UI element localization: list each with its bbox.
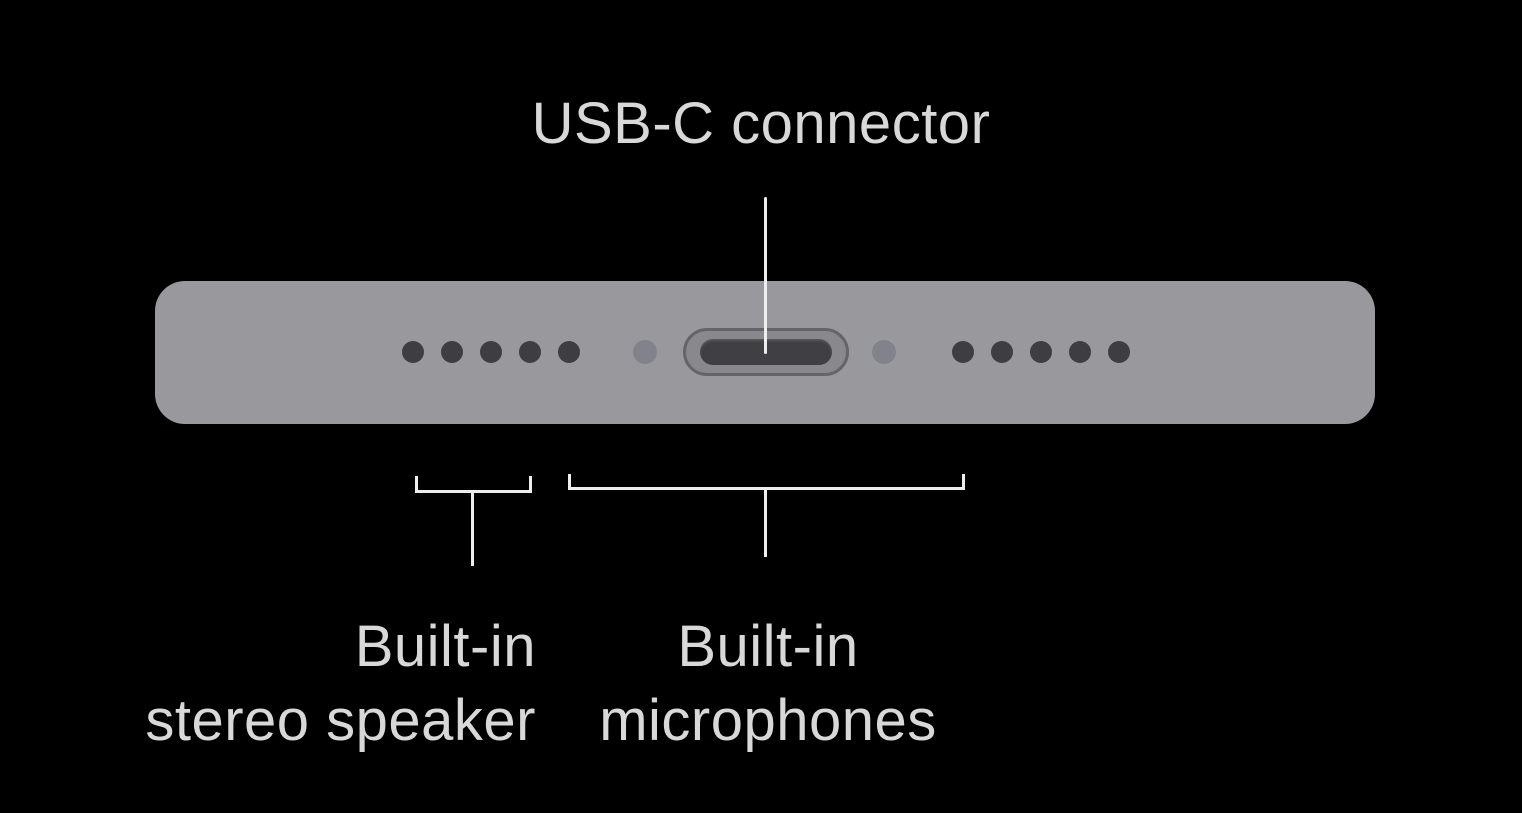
speaker-hole	[402, 341, 424, 363]
right-speaker-hole-group	[952, 341, 1130, 363]
microphone-bracket-stem	[764, 487, 767, 557]
speaker-bracket-tick-left	[415, 476, 418, 493]
speaker-hole	[991, 341, 1013, 363]
microphone-hole-left	[633, 340, 657, 364]
speaker-bracket-tick-right	[529, 476, 532, 493]
speaker-hole	[1030, 341, 1052, 363]
microphones-label-line1: Built-in	[677, 614, 859, 679]
speaker-hole	[952, 341, 974, 363]
speaker-label-line1: Built-in	[354, 614, 536, 679]
speaker-hole	[519, 341, 541, 363]
microphone-bracket-tick-right	[962, 474, 965, 490]
speaker-hole	[480, 341, 502, 363]
microphones-label: Built-in microphones	[567, 610, 969, 758]
speaker-hole	[1108, 341, 1130, 363]
microphones-label-line2: microphones	[599, 688, 937, 753]
speaker-hole	[1069, 341, 1091, 363]
microphone-bracket-tick-left	[568, 474, 571, 490]
microphone-hole-right	[872, 340, 896, 364]
speaker-label-line2: stereo speaker	[145, 688, 536, 753]
speaker-label: Built-in stereo speaker	[98, 610, 536, 758]
usb-c-callout-line	[764, 197, 767, 354]
usb-c-connector-label: USB-C connector	[531, 91, 991, 156]
left-speaker-hole-group	[402, 341, 580, 363]
speaker-hole	[558, 341, 580, 363]
speaker-bracket-stem	[471, 490, 474, 566]
speaker-hole	[441, 341, 463, 363]
